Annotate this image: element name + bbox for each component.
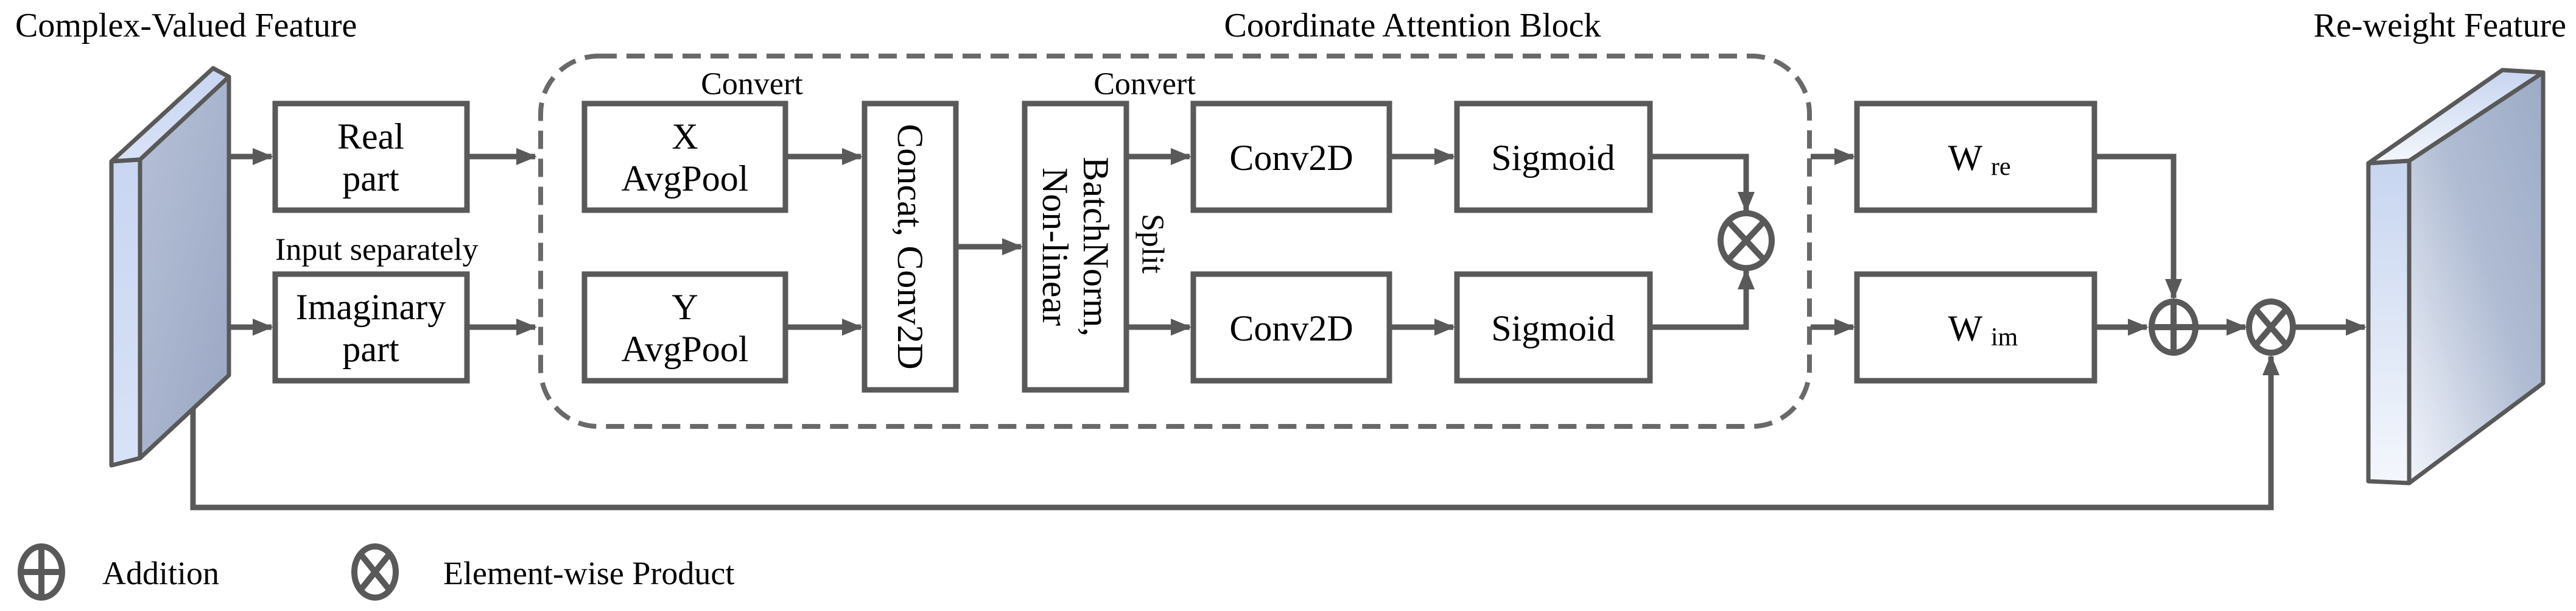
y-avgpool-box [581, 271, 788, 384]
inner-product-icon [1718, 210, 1775, 271]
concat-conv2d-box [862, 101, 959, 393]
concat-conv2d-label: Concat, Conv2D [890, 124, 930, 369]
sigmoid-bottom-box [1454, 271, 1653, 384]
x-avgpool-label-line2: AvgPool [622, 158, 749, 199]
conv2d-top-label: Conv2D [1229, 138, 1353, 178]
convert-label-left: Convert [701, 67, 803, 102]
complex-feature-title: Complex-Valued Feature [15, 7, 357, 44]
reweight-feature-slab [2366, 68, 2546, 486]
w-im-label-sub: im [1991, 323, 2018, 351]
element-wise-product-icon [2246, 298, 2296, 356]
x-avgpool-label-line1: X [672, 116, 698, 157]
batchnorm-label-line1: BatchNorm, [1076, 157, 1116, 337]
reweight-slab-front-face [2407, 70, 2546, 486]
w-re-label-main: W [1948, 138, 1983, 178]
arrow-sigmoid-bottom-to-product [1651, 269, 1755, 330]
w-im-label-main: W [1948, 308, 1983, 348]
input-separately-label: Input separately [275, 233, 479, 267]
arrow-layer [230, 148, 2367, 336]
sigmoid-top-box [1454, 101, 1653, 213]
legend-product-icon [351, 543, 399, 601]
real-part-label-line1: Real [337, 116, 404, 157]
w-im-box [1854, 271, 2097, 384]
box-layer: Real part Imaginary part X AvgPool Y Avg… [272, 101, 2097, 393]
legend-addition-icon [18, 543, 65, 601]
y-avgpool-label-line2: AvgPool [622, 329, 749, 369]
x-avgpool-box [581, 101, 788, 213]
batchnorm-label-line2: Non-linear [1035, 168, 1075, 326]
y-avgpool-label-line1: Y [672, 287, 698, 327]
sigmoid-bottom-label: Sigmoid [1491, 308, 1615, 348]
conv2d-top-box [1190, 101, 1392, 213]
legend-product-label: Element-wise Product [443, 555, 734, 592]
attention-block-title: Coordinate Attention Block [1224, 7, 1601, 44]
skip-connection-line [190, 355, 2279, 510]
w-re-box [1854, 101, 2097, 213]
convert-label-right: Convert [1093, 67, 1196, 102]
legend: Addition Element-wise Product [18, 543, 734, 601]
split-label: Split [1135, 214, 1170, 274]
imaginary-part-label-line2: part [342, 329, 399, 369]
complex-slab-side-face [109, 157, 142, 468]
conv2d-bottom-label: Conv2D [1229, 308, 1353, 348]
real-part-label-line2: part [342, 158, 399, 199]
arrow-wre-to-addition [2096, 154, 2182, 300]
imaginary-part-box [272, 271, 470, 384]
arrow-sigmoid-top-to-product [1651, 154, 1755, 213]
batchnorm-nonlinear-box [1022, 101, 1129, 393]
sigmoid-top-label: Sigmoid [1491, 138, 1615, 178]
real-part-box [272, 101, 470, 213]
w-re-label-sub: re [1991, 153, 2011, 181]
complex-feature-slab [109, 66, 231, 468]
legend-addition-label: Addition [102, 555, 219, 592]
reweight-feature-title: Re-weight Feature [2314, 7, 2566, 44]
imaginary-part-label-line1: Imaginary [296, 287, 446, 327]
attention-block-border [538, 54, 1812, 429]
reweight-slab-side-face [2366, 158, 2412, 486]
complex-slab-front-face [138, 74, 231, 461]
conv2d-bottom-box [1190, 271, 1392, 384]
addition-icon [2149, 298, 2199, 356]
